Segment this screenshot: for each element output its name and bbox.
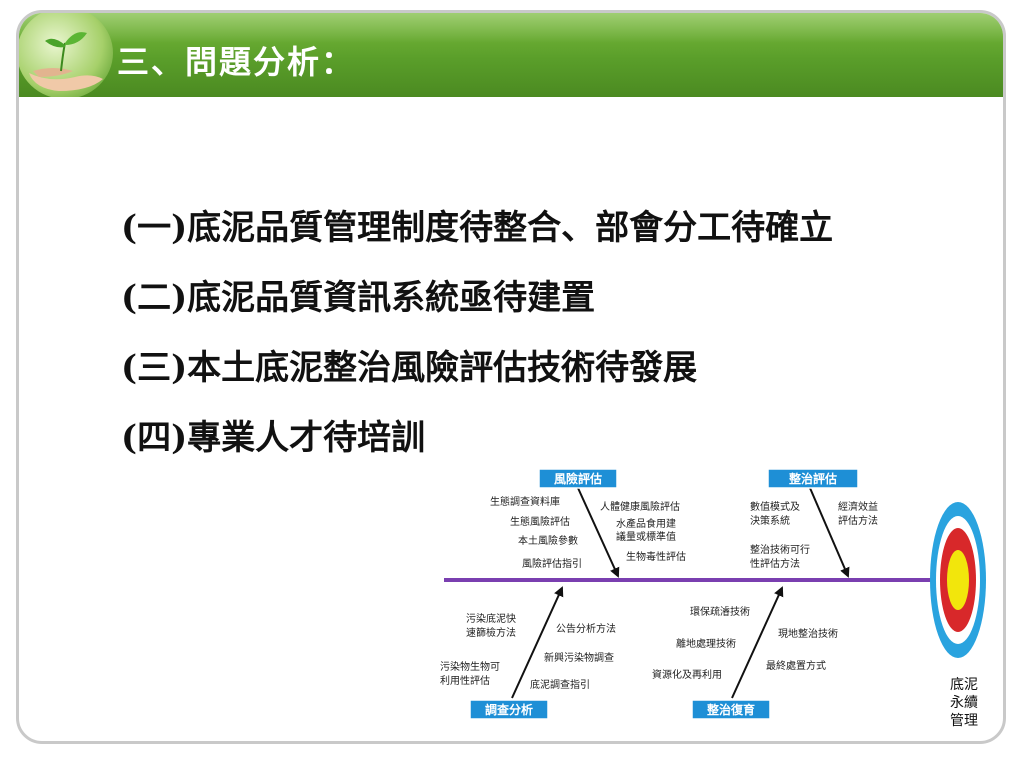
- issue-list: (一)底泥品質管理制度待整合、部會分工待確立 (二)底泥品質資訊系統亟待建置 (…: [121, 193, 833, 473]
- issue-item-4: (四)專業人才待培訓: [121, 418, 426, 458]
- goal-label-3: 管理: [950, 713, 978, 729]
- target-bullseye-icon: [930, 502, 986, 658]
- issue-item-1: (一)底泥品質管理制度待整合、部會分工待確立: [121, 208, 834, 248]
- bone-survey: [511, 586, 564, 699]
- bone-risk: [577, 487, 620, 578]
- category-box-survey: 調查分析: [469, 699, 549, 720]
- survey-label-2a: 污染物生物可: [440, 660, 500, 673]
- category-label-survey: 調查分析: [485, 702, 533, 717]
- restoration-label-5: 最終處置方式: [766, 659, 826, 672]
- survey-label-1b: 速篩檢方法: [466, 626, 516, 639]
- survey-label-5: 底泥調查指引: [530, 678, 590, 691]
- survey-label-4: 新興污染物調查: [544, 651, 614, 664]
- slide-title: 三、問題分析：: [117, 43, 356, 81]
- survey-label-1a: 污染底泥快: [466, 612, 516, 625]
- bone-remediation: [809, 487, 850, 578]
- slide-frame: 三、問題分析： (一)底泥品質管理制度待整合、部會分工待確立 (二)底泥品質資訊…: [16, 10, 1006, 744]
- remediation-label-3b: 評估方法: [838, 514, 878, 527]
- goal-label-1: 底泥: [950, 677, 978, 693]
- risk-label-6a: 水產品食用建: [616, 517, 676, 530]
- risk-label-2: 生態風險評估: [510, 515, 570, 528]
- survey-label-3: 公告分析方法: [556, 622, 616, 635]
- risk-label-7: 生物毒性評估: [626, 550, 686, 563]
- remediation-label-2b: 性評估方法: [750, 557, 800, 570]
- remediation-label-2a: 整治技術可行: [750, 543, 810, 556]
- remediation-label-1a: 數值模式及: [750, 500, 800, 513]
- issue-item-3: (三)本土底泥整治風險評估技術待發展: [121, 348, 698, 388]
- category-box-restoration: 整治復育: [691, 699, 771, 720]
- category-box-remediation: 整治評估: [767, 468, 859, 489]
- risk-label-5: 人體健康風險評估: [600, 500, 680, 513]
- category-label-remediation: 整治評估: [788, 471, 837, 486]
- goal-label-2: 永續: [950, 695, 978, 711]
- category-label-restoration: 整治復育: [706, 702, 755, 717]
- remediation-label-1b: 決策系統: [750, 514, 790, 527]
- category-box-risk: 風險評估: [538, 468, 618, 489]
- remediation-label-3a: 經濟效益: [838, 500, 878, 513]
- bone-restoration: [731, 586, 784, 699]
- seedling-in-hands-logo: [19, 13, 113, 97]
- restoration-label-2: 離地處理技術: [676, 637, 736, 650]
- risk-label-3: 本土風險參數: [518, 534, 578, 547]
- title-bar: 三、問題分析：: [19, 13, 1003, 97]
- restoration-label-4: 現地整治技術: [778, 627, 838, 640]
- category-label-risk: 風險評估: [554, 471, 602, 486]
- risk-label-1: 生態調查資料庫: [490, 495, 560, 508]
- risk-label-6b: 議量或標準值: [616, 530, 676, 543]
- restoration-label-1: 環保疏濬技術: [690, 605, 750, 618]
- survey-label-2b: 利用性評估: [440, 674, 490, 687]
- restoration-label-3: 資源化及再利用: [652, 668, 722, 681]
- issue-item-2: (二)底泥品質資訊系統亟待建置: [121, 278, 596, 318]
- risk-label-4: 風險評估指引: [522, 557, 582, 570]
